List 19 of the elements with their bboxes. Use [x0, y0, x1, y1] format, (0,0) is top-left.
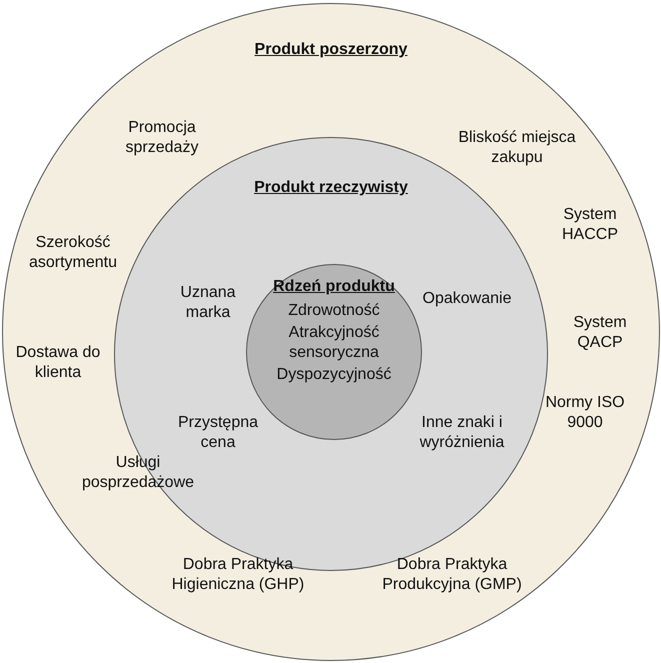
core-attribute: Dyspozycyjność: [276, 365, 392, 385]
ring-label: Dostawa do klienta: [14, 343, 102, 383]
ring-title: Produkt poszerzony: [254, 40, 408, 60]
ring-label: Uznana marka: [179, 283, 237, 323]
ring-label: Promocja sprzedaży: [124, 118, 200, 158]
ring-label: Przystępna cena: [176, 413, 260, 453]
ring-label: Dobra Praktyka Produkcyjna (GMP): [381, 555, 523, 595]
ring-title: Rdzeń produktu: [272, 277, 396, 297]
ring-label: System HACCP: [560, 205, 619, 245]
ring-label: Szerokość asortymentu: [28, 233, 118, 273]
core-attribute: Zdrowotność: [287, 301, 381, 321]
ring-title: Produkt rzeczywisty: [253, 178, 409, 198]
ring-label: Dobra Praktyka Higieniczna (GHP): [170, 555, 306, 595]
ring-label: System QACP: [572, 313, 628, 353]
ring-label: Bliskość miejsca zakupu: [457, 128, 577, 168]
ring-label: Normy ISO 9000: [544, 393, 626, 433]
ring-label: Opakowanie: [422, 289, 512, 309]
core-attribute: Atrakcyjność sensoryczna: [288, 323, 380, 363]
ring-label: Inne znaki i wyróżnienia: [418, 413, 506, 453]
